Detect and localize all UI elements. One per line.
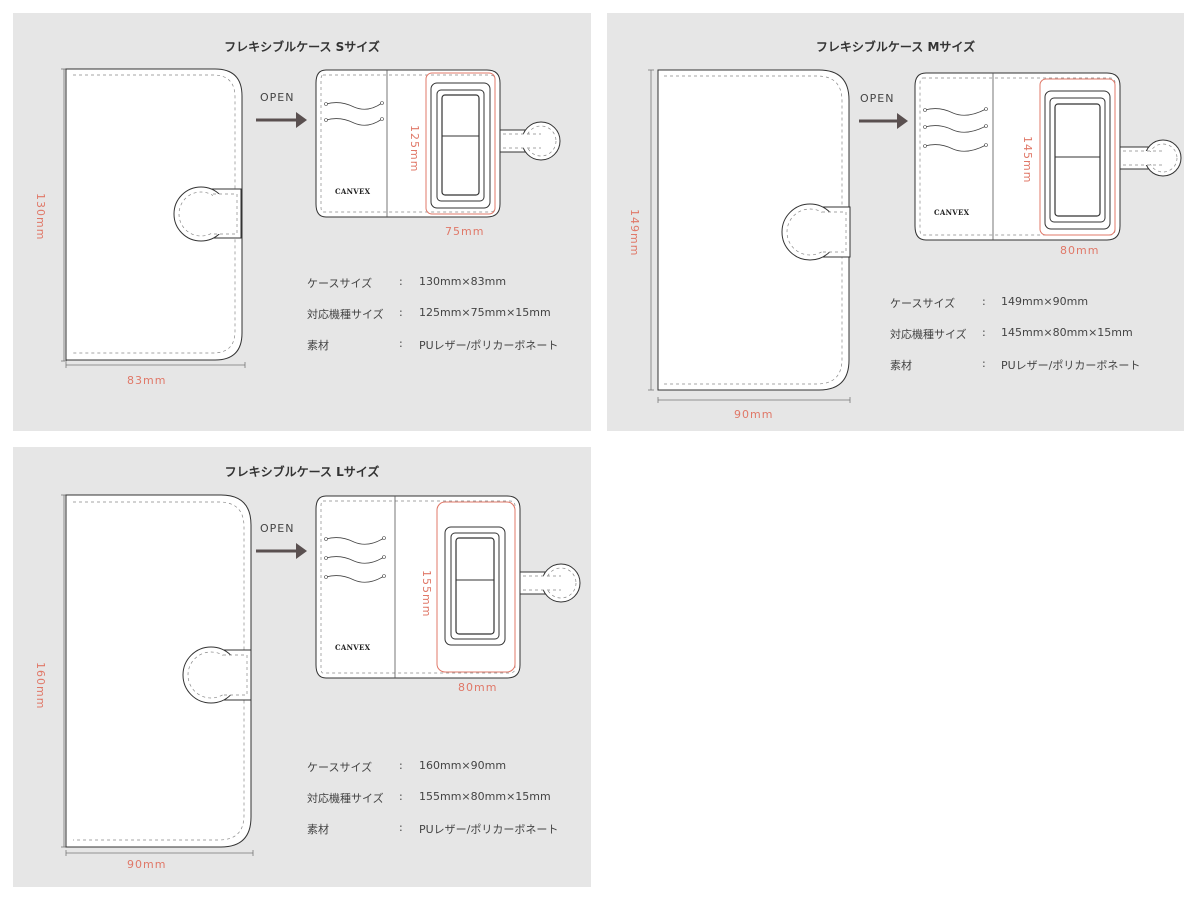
- closed-case-body: [65, 494, 252, 848]
- case-diagram-m: [648, 69, 1182, 403]
- panel-title: フレキシブルケース Lサイズ: [224, 465, 380, 479]
- panel-m-size: フレキシブルケース Mサイズ OPEN 149mm 90mm 145mm 80m…: [607, 13, 1184, 431]
- phone-size-outline: [1039, 78, 1116, 236]
- width-dimension: 90mm: [127, 858, 167, 871]
- open-arrow: [897, 113, 908, 129]
- open-arrow: [296, 112, 307, 128]
- phone-size-outline: [425, 72, 496, 215]
- spec-row: 対応機種サイズ : 155mm×80mm×15mm: [307, 790, 551, 805]
- spec-row: 対応機種サイズ : 145mm×80mm×15mm: [890, 326, 1133, 341]
- panel-title: フレキシブルケース Mサイズ: [815, 40, 976, 54]
- spec-table: ケースサイズ : 149mm×90mm 対応機種サイズ : 145mm×80mm…: [890, 295, 1180, 388]
- panel-l-size: フレキシブルケース Lサイズ OPEN 160mm 90mm 155mm 80m…: [13, 447, 591, 887]
- height-dimension: 130mm: [34, 193, 47, 241]
- width-dimension: 83mm: [127, 374, 167, 387]
- brand-logo: CANVEX: [934, 208, 970, 217]
- spec-table: ケースサイズ : 160mm×90mm 対応機種サイズ : 155mm×80mm…: [307, 759, 587, 852]
- brand-logo: CANVEX: [335, 643, 371, 652]
- open-label: OPEN: [260, 522, 295, 535]
- spec-row: 対応機種サイズ : 125mm×75mm×15mm: [307, 306, 551, 321]
- brand-logo: CANVEX: [335, 187, 371, 196]
- inner-width-dimension: 80mm: [1060, 244, 1100, 257]
- case-diagram-l: [61, 494, 581, 856]
- height-dimension: 160mm: [34, 662, 47, 710]
- width-dimension: 90mm: [734, 408, 774, 421]
- inner-height-dimension: 125mm: [408, 125, 421, 173]
- spec-row: 素材 : PUレザー/ポリカーボネート: [890, 357, 1141, 372]
- height-dimension: 149mm: [628, 209, 641, 257]
- panel-title: フレキシブルケース Sサイズ: [224, 40, 380, 54]
- open-arrow: [296, 543, 307, 559]
- spec-row: ケースサイズ : 149mm×90mm: [890, 295, 1089, 310]
- closed-case-body: [657, 69, 850, 391]
- spec-table: ケースサイズ : 130mm×83mm 対応機種サイズ : 125mm×75mm…: [307, 275, 587, 368]
- phone-size-outline: [436, 501, 516, 673]
- inner-height-dimension: 155mm: [420, 570, 433, 618]
- closed-case-body: [65, 68, 243, 361]
- spec-row: ケースサイズ : 160mm×90mm: [307, 759, 507, 774]
- case-diagram-s: [61, 68, 561, 368]
- spec-row: 素材 : PUレザー/ポリカーボネート: [307, 821, 559, 836]
- inner-height-dimension: 145mm: [1021, 136, 1034, 184]
- spec-row: ケースサイズ : 130mm×83mm: [307, 275, 507, 290]
- inner-width-dimension: 75mm: [445, 225, 485, 238]
- panel-s-size: フレキシブルケース Sサイズ OPEN 130mm 83mm 125mm 75m…: [13, 13, 591, 431]
- open-label: OPEN: [260, 91, 295, 104]
- open-label: OPEN: [860, 92, 895, 105]
- inner-width-dimension: 80mm: [458, 681, 498, 694]
- spec-row: 素材 : PUレザー/ポリカーボネート: [307, 337, 559, 352]
